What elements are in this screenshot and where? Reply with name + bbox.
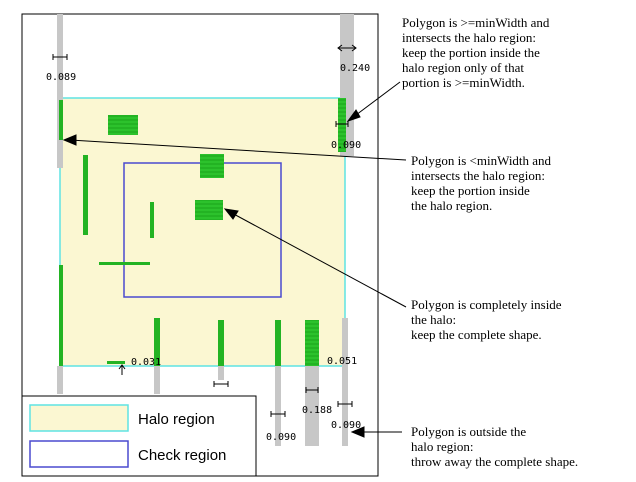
outside-gray-polygons [57, 14, 354, 446]
arrow-2-line [69, 139, 407, 161]
arrow-3-head [223, 208, 239, 220]
gray-strip-left-bottom [57, 366, 63, 394]
measurement-labels: 0.089 0.240 0.090 0.031 0.051 0.188 0.09… [46, 63, 370, 443]
green-vertical-left [83, 155, 88, 235]
arrow-2-head [62, 134, 77, 146]
green-left-bottom [59, 265, 63, 366]
green-bottom-c [275, 320, 281, 366]
gray-strip-bottom-d [305, 366, 319, 446]
gray-strip-right-top [340, 14, 354, 98]
marker-m7 [270, 411, 286, 417]
halo-region [59, 97, 346, 367]
measure-label-m6: 0.188 [302, 405, 332, 416]
measure-label-m3: 0.090 [331, 140, 361, 151]
green-vertical-center [150, 202, 154, 238]
gray-strip-bottom-c [275, 366, 281, 446]
marker-m8 [337, 401, 353, 407]
gray-strip-left-top [57, 14, 63, 98]
annotation-halo-intersect-below-minwidth: Polygon is <minWidth and intersects the … [411, 153, 552, 213]
marker-m1 [52, 54, 68, 60]
marker-m-bottom-b [213, 381, 229, 387]
green-block-b [200, 154, 224, 178]
green-small-bottom [107, 361, 125, 364]
legend-check-swatch [29, 440, 129, 468]
measure-label-m7: 0.090 [266, 432, 296, 443]
marker-m4 [118, 364, 126, 375]
measure-label-m1: 0.089 [46, 72, 76, 83]
marker-m2 [337, 44, 357, 52]
gray-strip-right-bottom [342, 318, 348, 446]
legend-check-label: Check region [138, 447, 226, 464]
measure-label-m8: 0.090 [331, 420, 361, 431]
gray-strip-bottom-b [218, 366, 224, 380]
arrow-1-head [346, 109, 361, 122]
green-bottom-d [305, 320, 319, 366]
marker-m3 [335, 121, 349, 127]
green-right-top [338, 98, 346, 152]
green-left-top [59, 100, 63, 140]
annotation-outside-halo: Polygon is outside the halo region: thro… [411, 424, 579, 469]
green-bottom-a [154, 318, 160, 366]
green-block-c [195, 200, 223, 220]
legend: Halo region Check region [21, 395, 257, 477]
legend-halo-label: Halo region [138, 411, 215, 428]
annotation-inside-halo: Polygon is completely inside the halo: k… [411, 297, 562, 342]
callout-arrows [62, 81, 407, 438]
green-bottom-b [218, 320, 224, 366]
arrow-1-line [351, 81, 401, 119]
legend-halo-swatch [29, 404, 129, 432]
measurement-markers [52, 44, 357, 417]
arrow-3-line [229, 211, 407, 308]
measure-label-m2: 0.240 [340, 63, 370, 74]
green-block-a [108, 115, 138, 135]
gray-strip-bottom-a [154, 366, 160, 394]
inside-green-polygons [59, 98, 346, 366]
arrow-4-head [350, 426, 365, 438]
marker-m6 [305, 387, 319, 393]
measure-label-m5: 0.051 [327, 356, 357, 367]
annotation-halo-intersect-minwidth: Polygon is >=minWidth and intersects the… [402, 15, 550, 90]
measure-label-m4: 0.031 [131, 357, 161, 368]
green-horizontal [99, 262, 150, 265]
